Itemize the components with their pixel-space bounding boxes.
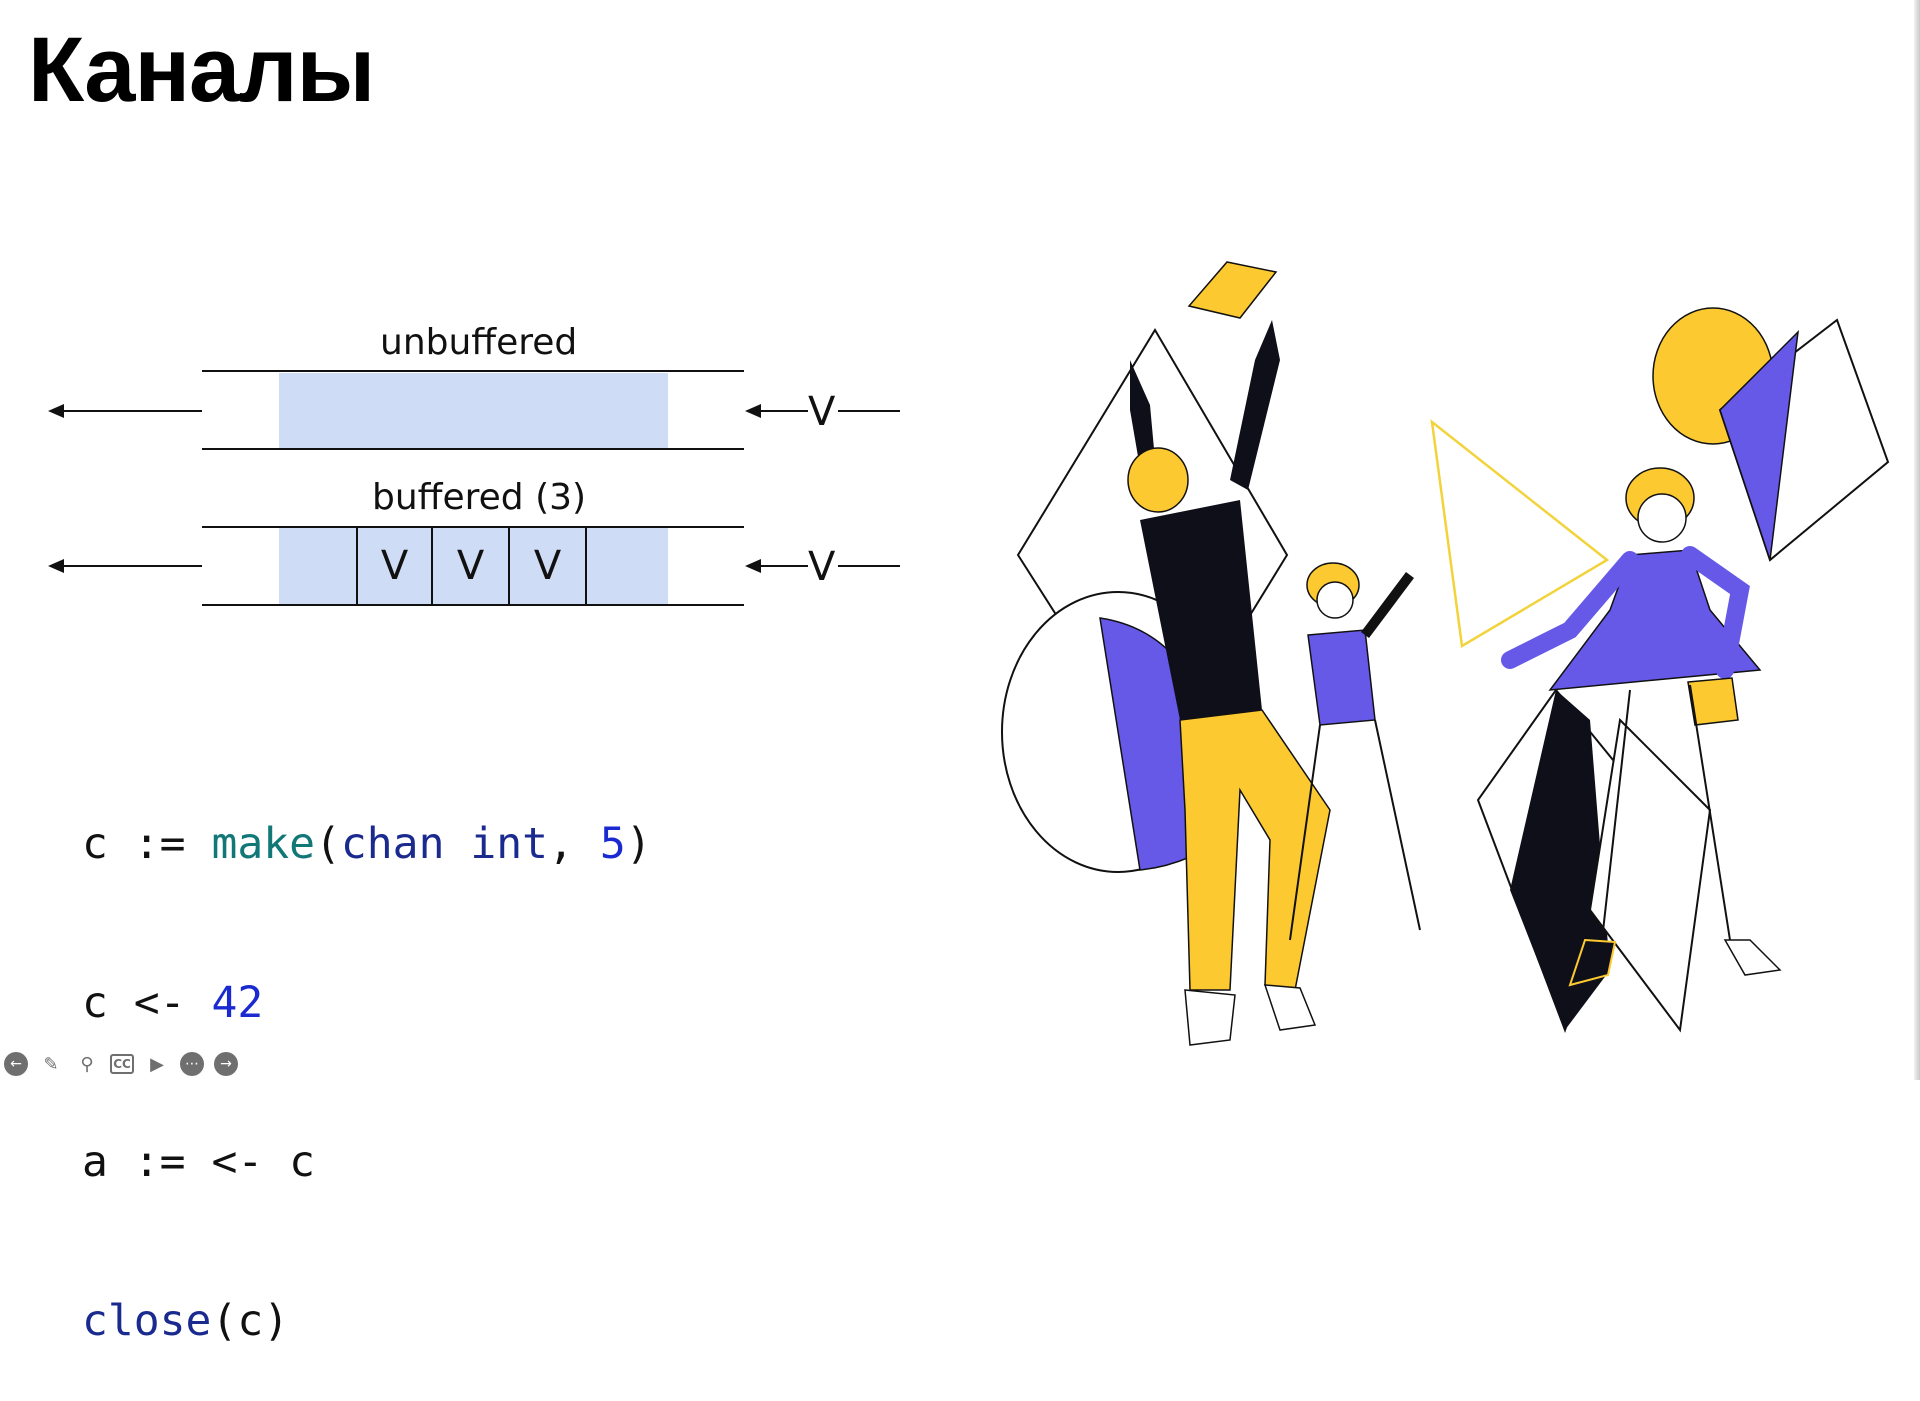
- code-line-close: close(c): [82, 1295, 652, 1348]
- buffered-in-arrowhead: [745, 559, 761, 573]
- captions-icon[interactable]: CC: [110, 1054, 134, 1074]
- buffered-out-arrowhead: [48, 559, 64, 573]
- buffered-caption: buffered (3): [372, 477, 587, 518]
- unbuffered-out-arrow: [62, 410, 202, 412]
- code-token: c <-: [82, 978, 212, 1028]
- woman-face: [1637, 493, 1687, 543]
- code-token: ): [625, 819, 652, 869]
- code-token: ,: [548, 819, 600, 869]
- back-icon[interactable]: ←: [4, 1052, 28, 1076]
- code-token: (: [315, 819, 341, 869]
- buffered-incoming-value: V: [808, 544, 836, 590]
- video-icon[interactable]: ▶: [150, 1053, 164, 1075]
- man-right-arm: [1230, 320, 1280, 490]
- presentation-toolbar: ← ✎ ⚲ CC ▶ ⋯ →: [4, 1052, 238, 1076]
- woman-shoe: [1568, 938, 1617, 987]
- code-token-number: 5: [599, 819, 626, 869]
- purple-triangle: [1719, 329, 1800, 561]
- code-token-chan: chan: [340, 819, 445, 869]
- unbuffered-incoming-value: V: [808, 389, 836, 435]
- code-token: c: [82, 819, 134, 869]
- man-sweater: [1140, 500, 1262, 720]
- man-trousers: [1179, 709, 1331, 991]
- slide-title: Каналы: [28, 19, 375, 121]
- code-token-number: 42: [211, 978, 264, 1028]
- yellow-triangle: [1430, 419, 1610, 649]
- woman-arm: [1681, 546, 1750, 679]
- man-left-arm: [1130, 360, 1155, 468]
- code-token-close: close: [82, 1296, 212, 1346]
- buffered-in-arrow-left: [758, 565, 808, 567]
- girl-legs: [1289, 719, 1421, 941]
- buffered-buffer: [279, 528, 668, 604]
- unbuffered-in-arrowhead: [745, 404, 761, 418]
- man-hair: [1127, 447, 1189, 513]
- more-icon[interactable]: ⋯: [180, 1052, 204, 1076]
- unbuffered-out-arrowhead: [48, 404, 64, 418]
- code-token-make: make: [211, 819, 316, 869]
- pen-icon[interactable]: ✎: [43, 1053, 59, 1075]
- buffer-slot: V: [356, 527, 433, 605]
- man-shoe: [1263, 984, 1317, 1031]
- channel-diagram: unbuffered V buffered (3) V V V V: [0, 0, 920, 640]
- forward-icon[interactable]: →: [214, 1052, 238, 1076]
- unbuffered-in-arrow-left: [758, 410, 808, 412]
- girl-figure: [1289, 562, 1421, 941]
- code-line-receive: a := <- c: [82, 1136, 652, 1189]
- buffered-in-arrow-right: [838, 565, 900, 567]
- code-line-make: c := make(chan int, 5): [82, 818, 652, 871]
- code-token: (c): [211, 1296, 290, 1346]
- unbuffered-caption: unbuffered: [380, 322, 578, 363]
- woman-arm: [1501, 551, 1639, 669]
- buffered-out-arrow: [62, 565, 202, 567]
- buffered-top-line: [202, 526, 744, 528]
- people-illustration: [1001, 261, 1890, 1046]
- code-token: :=: [133, 819, 212, 869]
- buffer-slot: V: [510, 527, 587, 605]
- unbuffered-buffer: [279, 373, 668, 448]
- girl-top: [1307, 629, 1376, 726]
- buffer-slot: V: [433, 527, 510, 605]
- woman-legs: [1601, 684, 1731, 941]
- diamond-shape-far-right: [1588, 717, 1712, 1033]
- woman-book: [1687, 677, 1739, 726]
- woman-figure: [1501, 467, 1782, 987]
- buffered-bottom-line: [202, 604, 744, 606]
- yellow-parallelogram: [1187, 261, 1278, 319]
- woman-shoe: [1723, 939, 1782, 976]
- window-edge: [1914, 0, 1920, 1080]
- man-shoe: [1184, 989, 1236, 1046]
- girl-arm: [1361, 572, 1414, 638]
- code-token: a := <- c: [82, 1137, 315, 1187]
- zoom-icon[interactable]: ⚲: [80, 1053, 94, 1075]
- girl-face: [1316, 581, 1354, 619]
- unbuffered-in-arrow-right: [838, 410, 900, 412]
- code-token: [444, 819, 470, 869]
- unbuffered-bottom-line: [202, 448, 744, 450]
- unbuffered-top-line: [202, 370, 744, 372]
- code-line-send: c <- 42: [82, 977, 652, 1030]
- code-token-int: int: [470, 819, 549, 869]
